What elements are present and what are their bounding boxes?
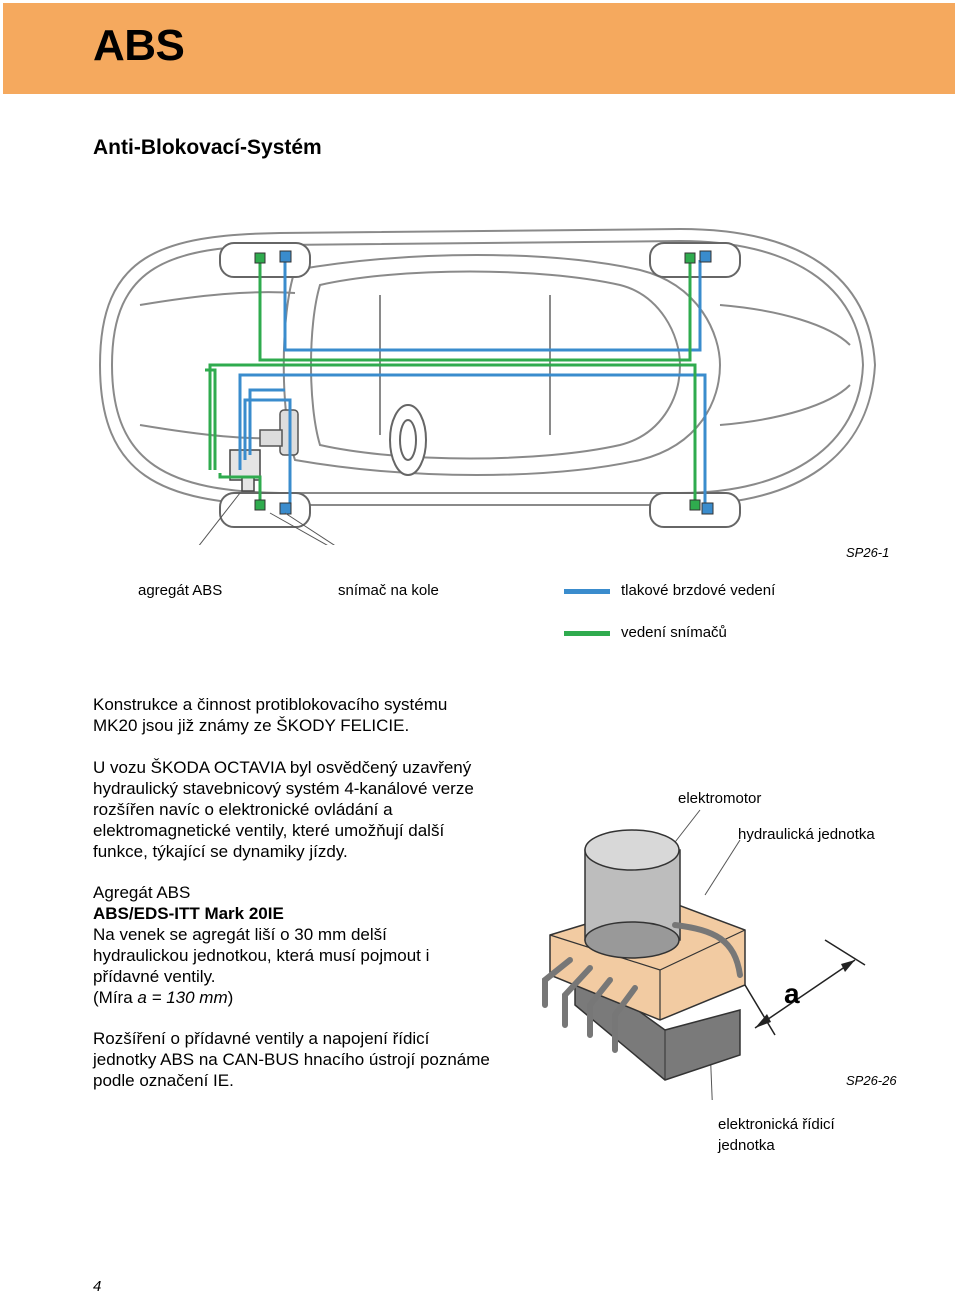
abs-unit-paragraph: Agregát ABS ABS/EDS-ITT Mark 20IE Na ven… — [93, 882, 483, 1008]
dimension-a-label: a — [784, 978, 800, 1009]
sensor-line-legend: vedení snímačů — [621, 624, 727, 641]
page-title: ABS — [93, 21, 185, 70]
ecu-label-line2: jednotka — [718, 1137, 775, 1154]
intro-paragraph: Konstrukce a činnost protiblokovacího sy… — [93, 695, 448, 735]
brake-line-swatch — [564, 589, 610, 594]
abs-unit-description: Na venek se agregát liší o 30 mm delší h… — [93, 925, 430, 986]
dimension-note: (Míra a = 130 mm) — [93, 988, 234, 1007]
abs-unit-label: agregát ABS — [138, 582, 223, 599]
can-bus-paragraph: Rozšíření o přídavné ventily a napojení … — [93, 1029, 490, 1090]
brake-line-legend: tlakové brzdové vedení — [621, 582, 776, 599]
hydraulic-unit-label: hydraulická jednotka — [738, 826, 875, 843]
page-number: 4 — [93, 1278, 102, 1295]
abs-unit-heading: Agregát ABS — [93, 883, 191, 902]
wheel-sensor-label: snímač na kole — [338, 582, 439, 599]
car-abs-diagram — [98, 227, 877, 545]
figure2-ref: SP26-26 — [846, 1073, 897, 1088]
header-bar: ABS — [3, 3, 955, 94]
figure1-ref: SP26-1 — [846, 545, 890, 560]
ecu-label-line1: elektronická řídicí — [718, 1116, 835, 1133]
abs-unit-illustration — [542, 809, 866, 1100]
section-subtitle: Anti-Blokovací-Systém — [93, 136, 322, 159]
octavia-paragraph: U vozu ŠKODA OCTAVIA byl osvědčený uzavř… — [93, 758, 474, 861]
abs-model-name: ABS/EDS-ITT Mark 20IE — [93, 904, 284, 923]
motor-label: elektromotor — [678, 790, 762, 807]
sensor-line-swatch — [564, 631, 610, 636]
